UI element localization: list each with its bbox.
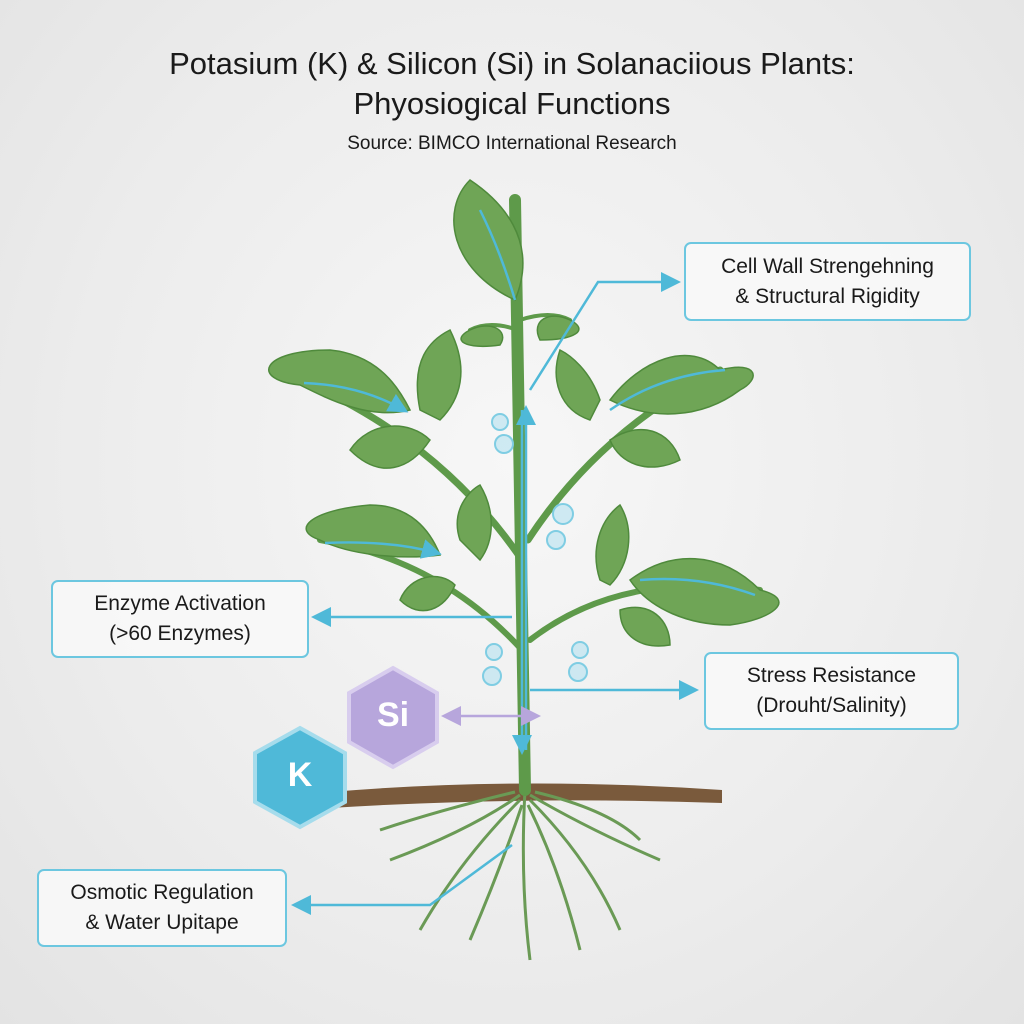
k-label: K <box>287 756 313 794</box>
label-line: Enzyme Activation <box>94 592 266 615</box>
si-label: Si <box>376 696 410 734</box>
bubbles <box>482 413 589 686</box>
label-line: (Drouht/Salinity) <box>756 694 907 717</box>
cell-wall-label: Cell Wall Strengehning & Structural Rigi… <box>684 242 971 321</box>
title-line-1: Potasium (K) & Silicon (Si) in Solanacii… <box>169 46 855 81</box>
title-line-2: Phyosiogical Functions <box>353 86 671 121</box>
leaves <box>268 179 780 647</box>
label-line: Osmotic Regulation <box>70 881 254 904</box>
osmotic-label: Osmotic Regulation & Water Upitape <box>37 869 287 947</box>
label-line: & Structural Rigidity <box>735 284 920 308</box>
page-title: Potasium (K) & Silicon (Si) in Solanacii… <box>0 44 1024 124</box>
label-line: Stress Resistance <box>746 664 917 687</box>
enzyme-label: Enzyme Activation (>60 Enzymes) <box>51 580 309 658</box>
source-text: Source: BIMCO International Research <box>347 133 677 154</box>
stress-label: Stress Resistance (Drouht/Salinity) <box>704 652 959 730</box>
k-hexagon <box>253 725 347 830</box>
flow-arrows <box>291 209 756 915</box>
label-line: (>60 Enzymes) <box>109 622 251 645</box>
roots <box>379 789 661 961</box>
si-hexagon <box>347 665 439 770</box>
label-line: & Water Upitape <box>85 911 239 934</box>
label-line: Cell Wall Strengehning <box>721 254 934 278</box>
